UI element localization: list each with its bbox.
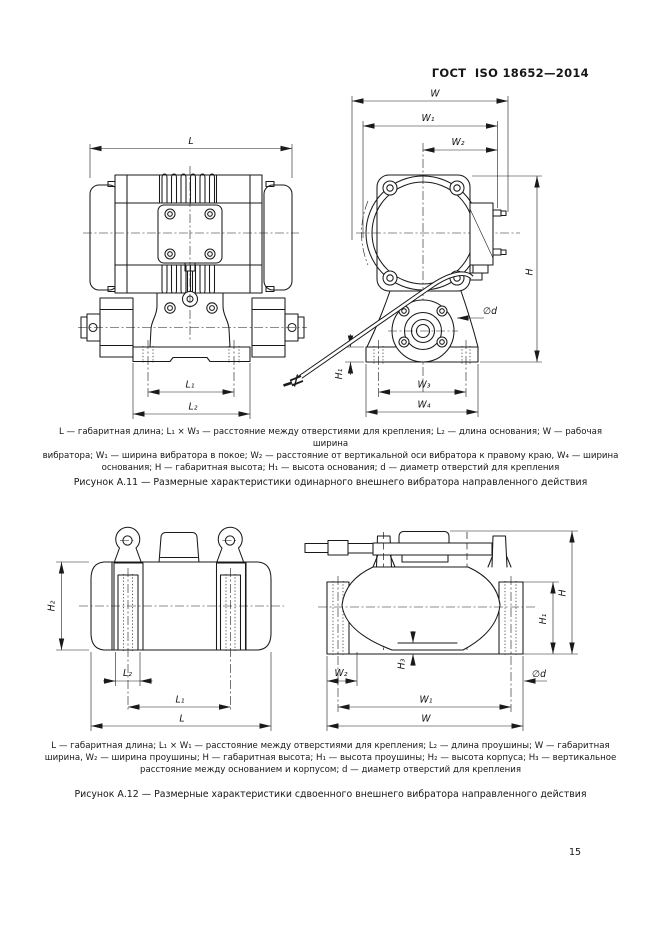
dim-label-L2: L₂ xyxy=(123,668,132,679)
dim-label-L: L xyxy=(179,714,184,725)
caption-line: L — габаритная длина; L₁ × W₃ — расстоян… xyxy=(58,427,603,449)
caption-line: основания; H — габаритная высота; H₁ — в… xyxy=(101,463,560,473)
a11-front-view: L xyxy=(78,136,307,419)
dim-label-L2: L₂ xyxy=(189,402,198,413)
figure-a12-drawing: H₂ L₂ L₁ L xyxy=(47,526,578,731)
a12-side-view: H H₁ H₃ W₂ ∅d W₁ W xyxy=(304,530,578,731)
standard-designation: ГОСТ ISO 18652—2014 xyxy=(431,66,589,80)
figure-a11-caption: L — габаритная длина; L₁ × W₃ — расстоян… xyxy=(40,426,621,474)
dim-label-W1: W₁ xyxy=(420,695,433,706)
caption-line: L — габаритная длина; L₁ × W₁ — расстоян… xyxy=(51,741,610,751)
caption-line: вибратора; W₁ — ширина вибратора в покое… xyxy=(42,451,619,461)
dim-label-H1: H₁ xyxy=(538,613,549,624)
figure-a11-label: Рисунок А.11 — Размерные характеристики … xyxy=(73,477,588,488)
dim-label-L1: L₁ xyxy=(186,380,195,391)
a12-front-view: H₂ L₂ L₁ L xyxy=(47,526,284,731)
dim-label-W4: W₄ xyxy=(418,400,431,411)
dim-label-W2: W₂ xyxy=(335,668,348,679)
dim-label-H: H xyxy=(525,269,536,276)
dim-label-H1: H₁ xyxy=(334,368,345,379)
dim-label-W: W xyxy=(430,89,440,100)
figure-a12-caption: L — габаритная длина; L₁ × W₁ — расстоян… xyxy=(40,740,621,776)
dim-label-W1: W₁ xyxy=(422,113,435,124)
caption-line: ширина, W₂ — ширина проушины; H — габари… xyxy=(44,753,617,763)
dim-label-W2: W₂ xyxy=(452,137,465,148)
dim-label-H2: H₂ xyxy=(47,600,58,611)
dim-label-d: ∅d xyxy=(483,306,497,317)
a11-side-view: W W₁ W₂ xyxy=(283,89,542,417)
caption-line: расстояние между основанием и корпусом; … xyxy=(139,765,522,775)
dim-label-L1: L₁ xyxy=(176,695,185,706)
figure-a12-label: Рисунок А.12 — Размерные характеристики … xyxy=(74,789,587,800)
figure-a11-drawing: L xyxy=(78,89,542,419)
page-number: 15 xyxy=(569,847,582,858)
dim-label-W: W xyxy=(421,714,431,725)
dim-label-d: ∅d xyxy=(532,669,546,680)
dim-label-W3: W₃ xyxy=(418,380,431,391)
dim-label-H3: H₃ xyxy=(397,658,408,669)
dim-label-H: H xyxy=(558,590,569,597)
dim-label-L: L xyxy=(188,136,193,147)
